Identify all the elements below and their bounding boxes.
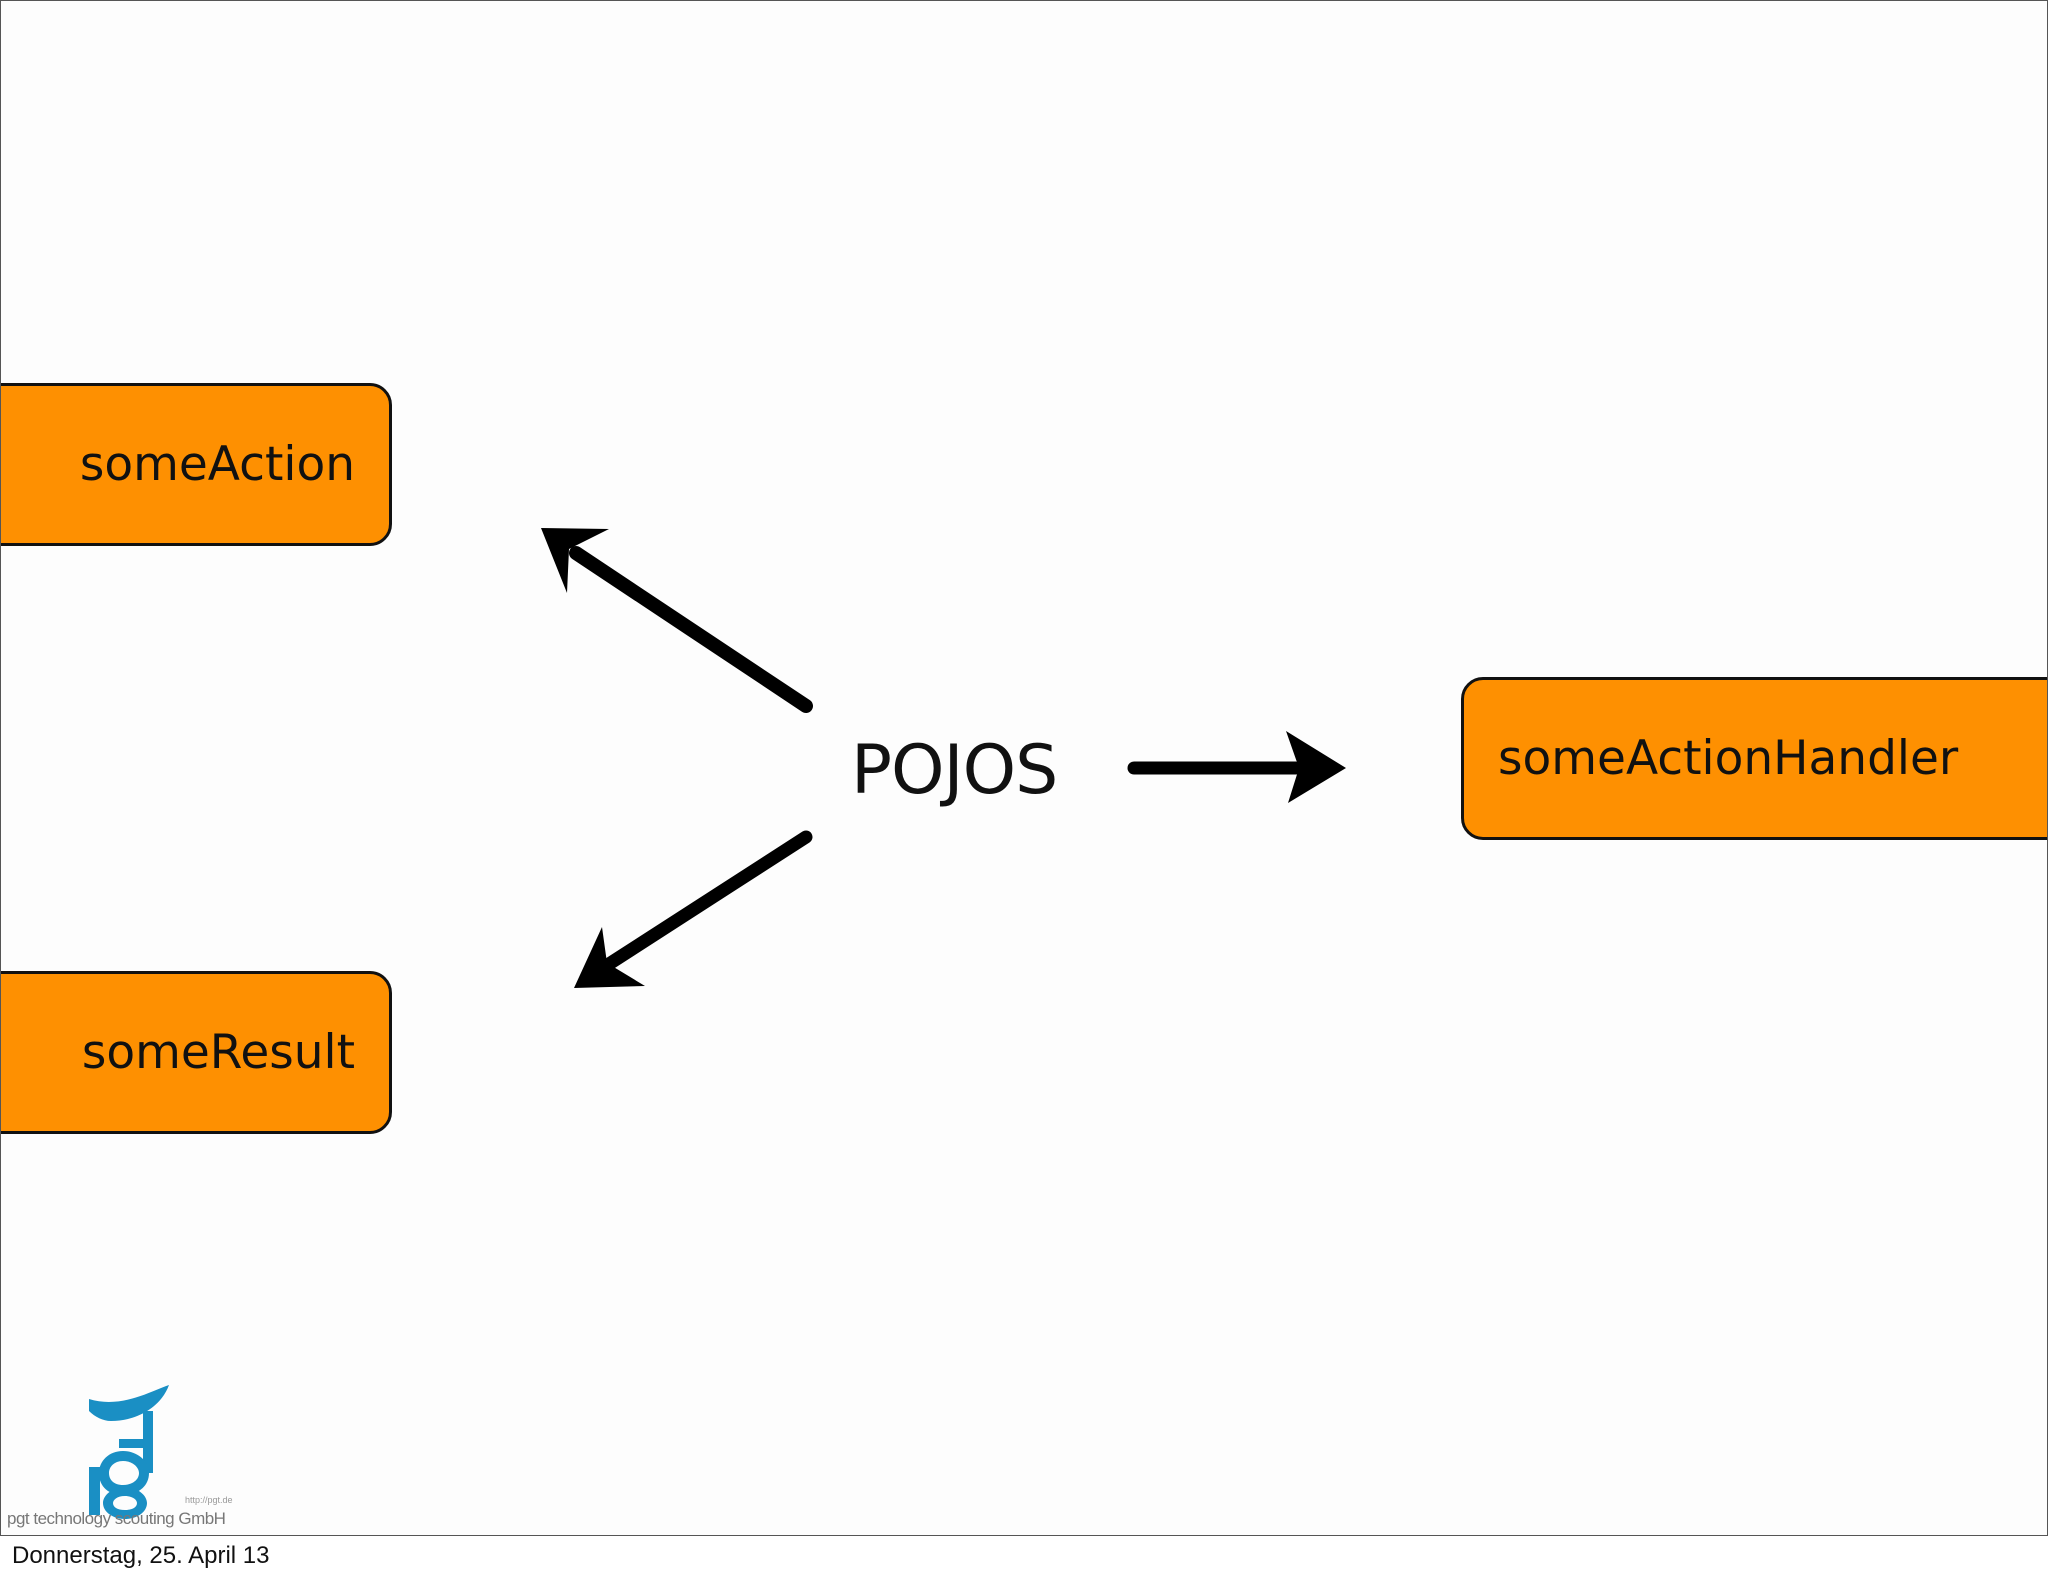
logo-url: http://pgt.de — [185, 1495, 233, 1505]
footer-date: Donnerstag, 25. April 13 — [12, 1542, 270, 1569]
pgt-logo-icon — [89, 1385, 169, 1519]
arrow-to-some-action-handler — [1127, 731, 1346, 803]
arrow-to-some-result — [574, 830, 813, 988]
logo-tagline: pgt technology scouting GmbH — [7, 1509, 226, 1528]
some-action-box: someAction — [1, 383, 392, 546]
some-action-handler-box: someActionHandler — [1461, 677, 2047, 840]
some-result-label: someResult — [81, 1025, 355, 1080]
some-action-handler-label: someActionHandler — [1498, 731, 1959, 786]
slide: someAction someResult someActionHandler … — [0, 0, 2048, 1536]
some-result-box: someResult — [1, 971, 392, 1134]
arrows-layer — [541, 528, 1346, 988]
arrow-to-some-action — [541, 528, 813, 713]
some-action-label: someAction — [79, 437, 355, 492]
pojos-label: POJOS — [851, 731, 1058, 810]
